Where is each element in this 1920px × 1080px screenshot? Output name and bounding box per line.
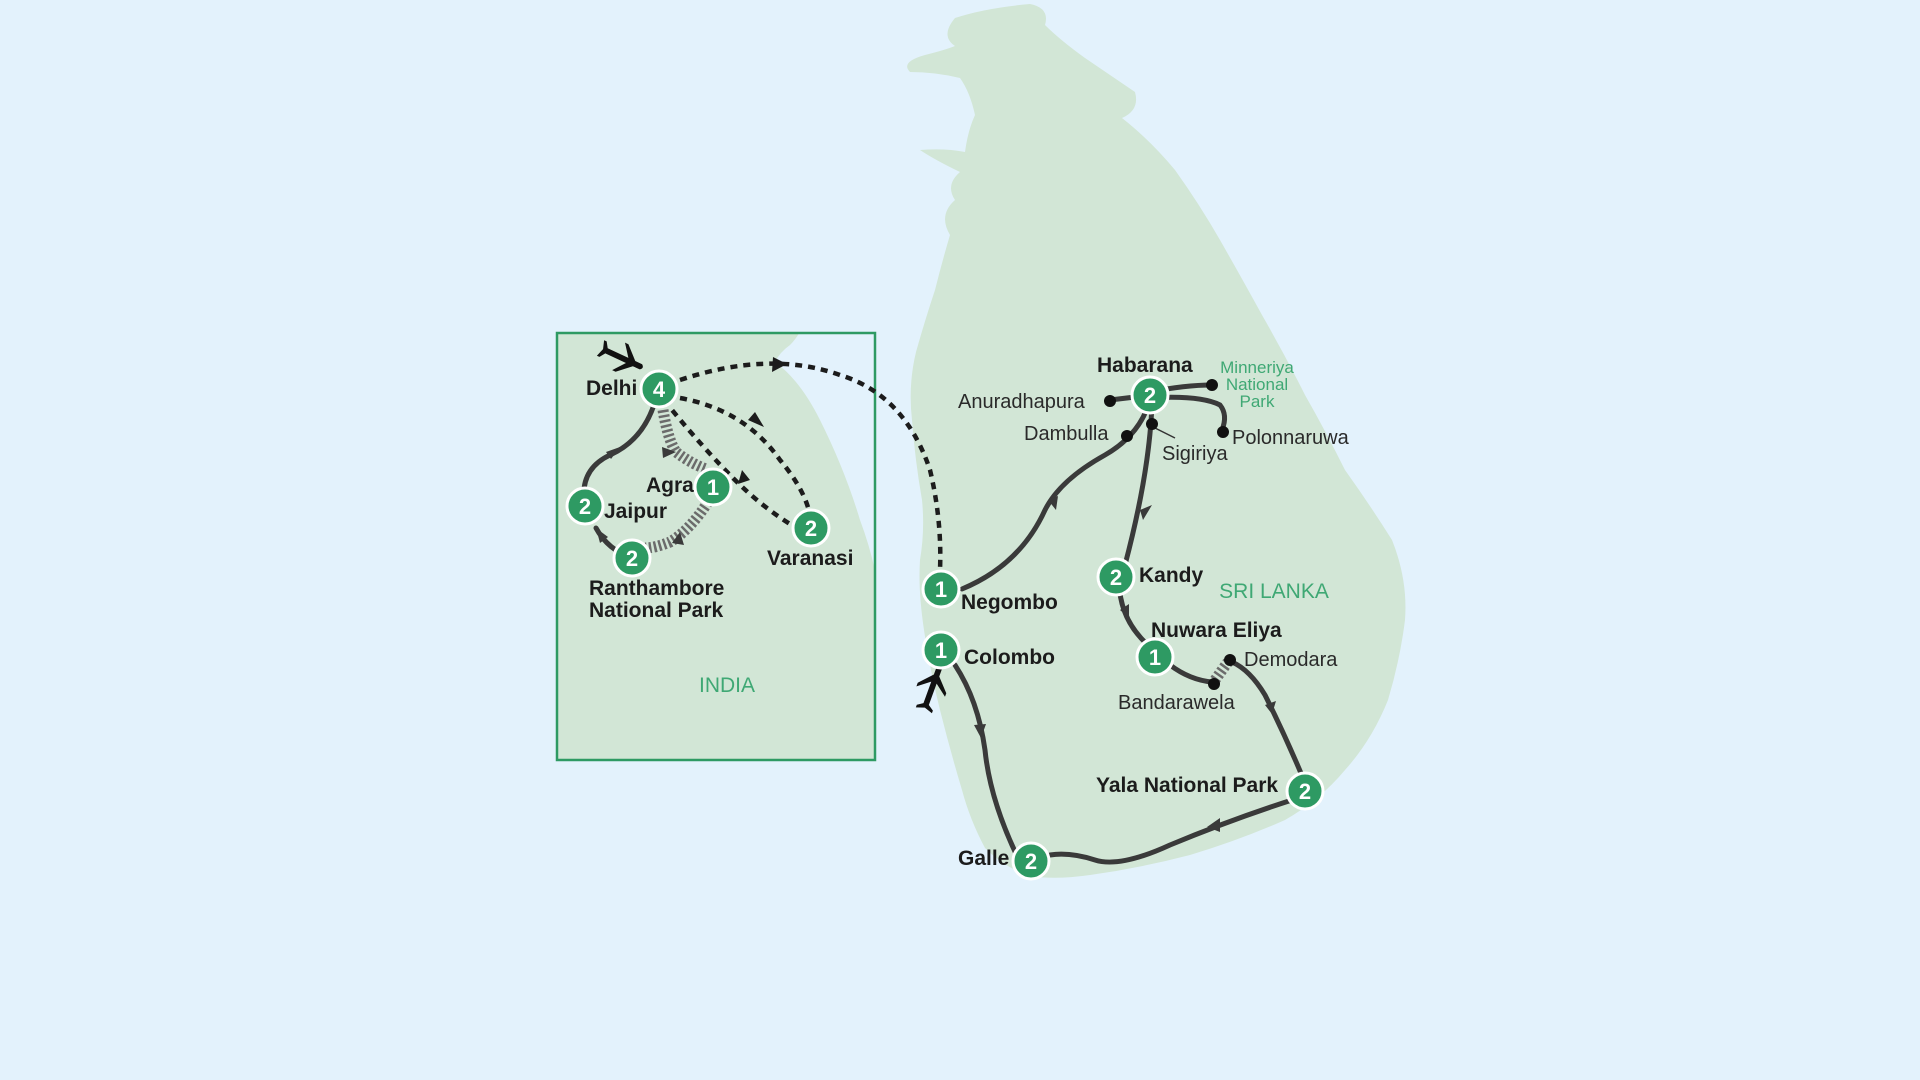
label-sigiriya: Sigiriya (1162, 443, 1228, 465)
badge-varanasi: 2 (791, 508, 831, 548)
svg-text:1: 1 (707, 475, 719, 500)
badge-yala: 2 (1285, 771, 1325, 811)
label-delhi: Delhi (586, 377, 637, 400)
stop-badges: 4 1 2 2 2 1 1 2 2 1 2 2 (565, 369, 1325, 881)
label-polonnaruwa: Polonnaruwa (1232, 427, 1350, 449)
label-agra: Agra (646, 474, 694, 497)
svg-text:2: 2 (1144, 383, 1156, 408)
label-habarana: Habarana (1097, 354, 1193, 377)
label-minneriya-3: Park (1240, 392, 1275, 411)
label-kandy: Kandy (1139, 564, 1204, 587)
label-dambulla: Dambulla (1024, 423, 1109, 445)
label-minneriya-2: National (1226, 375, 1288, 394)
badge-delhi: 4 (639, 369, 679, 409)
label-minneriya-1: Minneriya (1220, 358, 1294, 377)
label-india: INDIA (699, 674, 755, 697)
svg-text:2: 2 (1299, 779, 1311, 804)
india-inset (555, 331, 877, 762)
badge-kandy: 2 (1096, 557, 1136, 597)
label-demodara: Demodara (1244, 649, 1338, 671)
badge-negombo: 1 (921, 569, 961, 609)
badge-colombo: 1 (921, 630, 961, 670)
place-labels: Anuradhapura Dambulla Sigiriya Polonnaru… (958, 358, 1350, 714)
svg-text:2: 2 (1110, 565, 1122, 590)
inset-border (555, 331, 877, 762)
svg-text:1: 1 (1149, 645, 1161, 670)
svg-text:1: 1 (935, 638, 947, 663)
label-jaipur: Jaipur (604, 500, 667, 523)
label-anuradhapura: Anuradhapura (958, 391, 1086, 413)
svg-text:2: 2 (626, 546, 638, 571)
label-ranthambore-2: National Park (589, 599, 724, 622)
badge-habarana: 2 (1130, 375, 1170, 415)
label-ranthambore-1: Ranthambore (589, 577, 724, 600)
india-routes (581, 357, 943, 571)
svg-text:2: 2 (805, 516, 817, 541)
stop-labels: Delhi Agra Jaipur Ranthambore National P… (586, 354, 1282, 870)
label-varanasi: Varanasi (767, 547, 853, 570)
label-galle: Galle (958, 847, 1009, 870)
svg-text:1: 1 (935, 577, 947, 602)
svg-text:4: 4 (653, 377, 666, 402)
label-colombo: Colombo (964, 646, 1055, 669)
sri-lanka-landmass (907, 4, 1406, 878)
place-dots (1104, 379, 1236, 690)
badge-galle: 2 (1011, 841, 1051, 881)
label-sri-lanka: SRI LANKA (1219, 580, 1329, 603)
label-yala: Yala National Park (1096, 774, 1278, 797)
label-bandarawela: Bandarawela (1118, 692, 1236, 714)
svg-text:2: 2 (1025, 849, 1037, 874)
label-negombo: Negombo (961, 591, 1058, 614)
badge-nuwara-eliya: 1 (1135, 637, 1175, 677)
badge-ranthambore: 2 (612, 538, 652, 578)
badge-jaipur: 2 (565, 486, 605, 526)
label-nuwara-eliya: Nuwara Eliya (1151, 619, 1282, 642)
badge-agra: 1 (693, 467, 733, 507)
svg-text:2: 2 (579, 494, 591, 519)
